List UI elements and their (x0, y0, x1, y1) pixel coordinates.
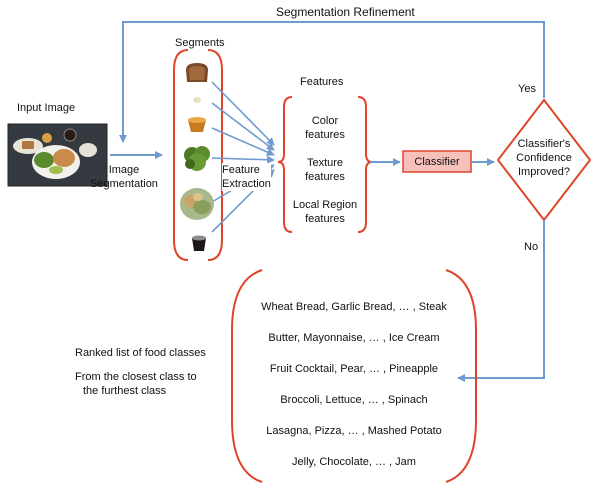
lettuce-icon (180, 188, 214, 220)
ranked-list-item: Wheat Bread, Garlic Bread, … , Steak (261, 301, 447, 313)
ranked-list-item: Jelly, Chocolate, … , Jam (292, 456, 416, 468)
decision-line2: Confidence (516, 152, 572, 164)
local-region-features: Local Region features (285, 198, 365, 226)
ranked-list-item: Fruit Cocktail, Pear, … , Pineapple (269, 363, 439, 375)
no-path-line (457, 220, 545, 382)
image-segmentation-line2: Segmentation (90, 178, 158, 190)
ranked-list-item: Lasagna, Pizza, … , Mashed Potato (266, 425, 442, 437)
local-region-features-line2: features (305, 213, 345, 225)
no-label: No (524, 241, 539, 253)
ranked-caption-line1: Ranked list of food classes (75, 347, 206, 359)
input-image (7, 123, 108, 187)
image-segmentation-line1: Image (108, 164, 140, 176)
feature-extraction-line2: Extraction (222, 178, 271, 190)
features-title: Features (300, 76, 344, 88)
fruit-cup-icon (188, 117, 206, 132)
local-region-features-line1: Local Region (292, 199, 358, 211)
feature-extraction-line1: Feature (222, 164, 260, 176)
broccoli-icon (184, 146, 210, 171)
jam-cup-icon (192, 235, 206, 251)
color-features-line1: Color (311, 115, 339, 127)
decision-line3: Improved? (518, 166, 570, 178)
ranked-caption: Ranked list of food classes From the clo… (75, 346, 206, 398)
decision-text: Classifier's Confidence Improved? (504, 137, 584, 179)
yes-label: Yes (518, 83, 536, 95)
ranked-list-item: Broccoli, Lettuce, … , Spinach (280, 394, 428, 406)
texture-features: Texture features (285, 156, 365, 184)
feature-extraction-label: Feature Extraction (222, 163, 271, 191)
decision-line1: Classifier's (517, 138, 571, 150)
ranked-caption-line3: the furthest class (83, 385, 167, 397)
ranked-list-bracket (231, 269, 477, 483)
color-features: Color features (285, 114, 365, 142)
segments-bracket (173, 49, 223, 261)
texture-features-line2: features (305, 171, 345, 183)
classifier-label: Classifier (414, 156, 460, 168)
ranked-list-item: Butter, Mayonnaise, … , Ice Cream (268, 332, 440, 344)
bread-slice-icon (186, 63, 208, 82)
input-image-label: Input Image (17, 102, 76, 114)
color-features-line2: features (305, 129, 345, 141)
ranked-caption-line2: From the closest class to (75, 371, 197, 383)
segments-label: Segments (175, 37, 225, 49)
refinement-loop-line (119, 21, 545, 143)
butter-pat-icon (193, 97, 201, 103)
texture-features-line1: Texture (306, 157, 344, 169)
segmentation-refinement-label: Segmentation Refinement (276, 5, 415, 19)
image-segmentation-label: Image Segmentation (84, 163, 164, 191)
